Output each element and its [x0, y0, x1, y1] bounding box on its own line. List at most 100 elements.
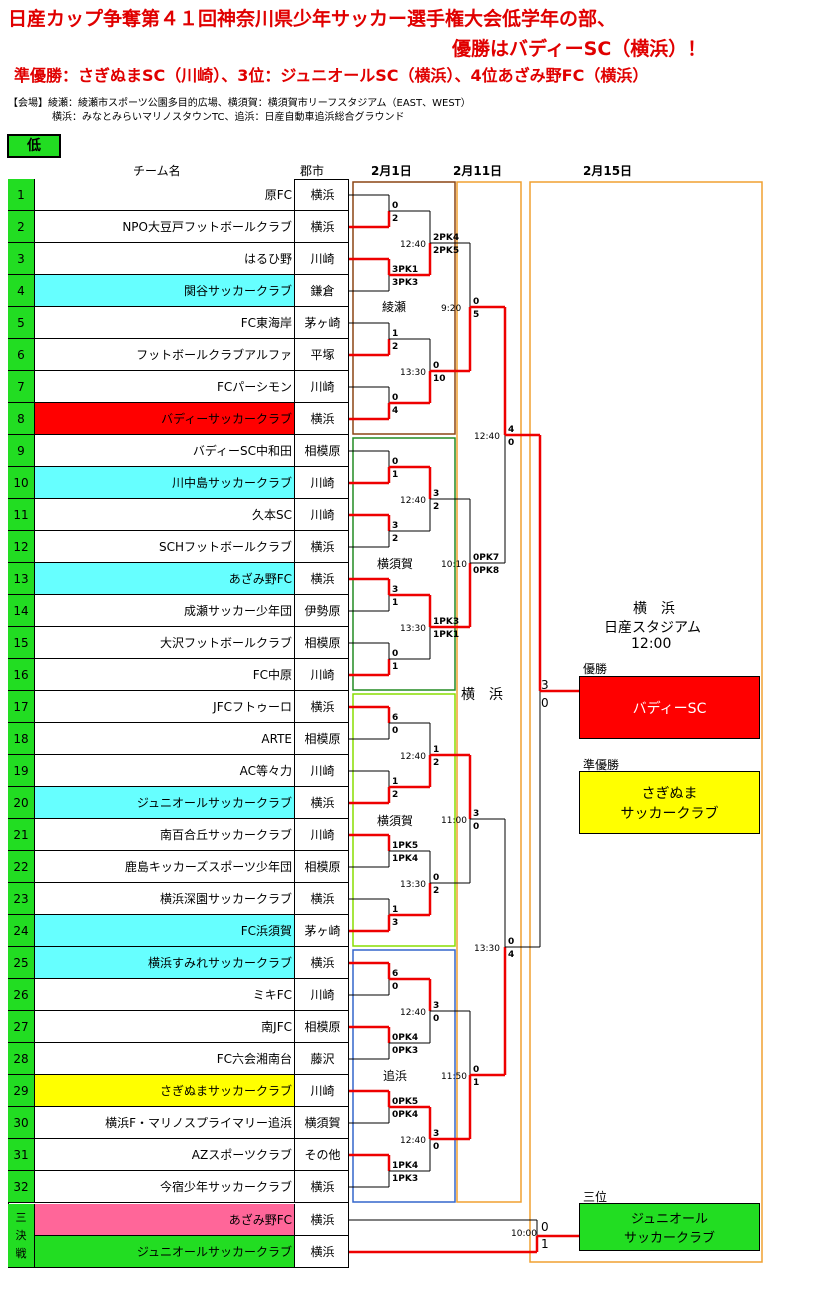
- team-name: 鹿島キッカーズスポーツ少年団: [35, 851, 295, 882]
- venue-label-ayase: 綾瀬: [382, 300, 407, 314]
- team-number: 7: [8, 371, 35, 402]
- venue-label-yokohama: 横 浜: [461, 687, 503, 703]
- venue-info-line2: 横浜：みなとみらいマリノスタウンTC、追浜：日産自動車追浜総合グラウンド: [52, 112, 405, 123]
- team-city: 川崎: [310, 668, 335, 682]
- score-label: 2: [433, 758, 439, 768]
- team-city: 鎌倉: [310, 284, 335, 298]
- results-subtitle: 準優勝：さぎぬまSC（川崎）、3位：ジュニオールSC（横浜）、4位あざみ野FC（…: [14, 66, 649, 85]
- team-name: 横浜F・マリノスプライマリー追浜: [35, 1107, 295, 1138]
- match-time: 12:40: [400, 1008, 426, 1018]
- team-city: 伊勢原: [304, 604, 341, 618]
- score-label: 2: [392, 214, 398, 224]
- team-city: 川崎: [310, 1084, 335, 1098]
- venue-label-oppama: 追浜: [383, 1069, 408, 1083]
- team-name: FC中原: [35, 659, 295, 690]
- score-label: 6: [392, 713, 398, 723]
- match-time: 11:00: [441, 816, 467, 826]
- score-label: 0: [433, 1014, 439, 1024]
- team-name: AZスポーツクラブ: [35, 1139, 295, 1170]
- score-label: 0: [433, 873, 439, 883]
- team-city: その他: [304, 1148, 341, 1162]
- venue-box-yokohama: [456, 181, 522, 1203]
- third-place-score-bottom: 1: [541, 1237, 549, 1251]
- score-label: 1: [473, 1078, 479, 1088]
- team-name: 今宿少年サッカークラブ: [35, 1171, 295, 1202]
- team-name: バディーサッカークラブ: [35, 403, 295, 434]
- date-header-feb11: 2月11日: [453, 164, 503, 178]
- match-time: 12:40: [400, 1136, 426, 1146]
- venue-info-line1: 【会場】綾瀬：綾瀬市スポーツ公園多目的広場、横須賀：横須賀市リーフスタジアム（E…: [8, 98, 471, 109]
- team-city: 横浜: [310, 796, 335, 810]
- team-name: ジュニオールサッカークラブ: [35, 1236, 295, 1267]
- team-name: 久本SC: [35, 499, 295, 530]
- score-label: 2: [392, 342, 398, 352]
- runnerup-label: 準優勝: [583, 758, 620, 772]
- team-city: 平塚: [310, 348, 335, 362]
- score-label: 4: [392, 406, 398, 416]
- venue-box-ayase: [352, 181, 456, 435]
- match-time: 11:50: [441, 1072, 467, 1082]
- third-place-result-label: 三位: [583, 1190, 608, 1204]
- team-number: 15: [8, 627, 35, 658]
- team-city: 川崎: [310, 252, 335, 266]
- team-city: 相模原: [304, 732, 341, 746]
- team-number: 8: [8, 403, 35, 434]
- match-time: 12:40: [400, 240, 426, 250]
- score-label: 3: [433, 1001, 439, 1011]
- team-number: 3: [8, 243, 35, 274]
- team-name: 成瀬サッカー少年団: [35, 595, 295, 626]
- team-city: 横浜: [310, 892, 335, 906]
- venue-box-yokosuka-1: [352, 437, 456, 691]
- team-number: 24: [8, 915, 35, 946]
- team-name: FC六会湘南台: [35, 1043, 295, 1074]
- team-name: 原FC: [35, 179, 295, 210]
- score-label: 1PK1: [433, 630, 459, 640]
- third-place-char: 戦: [15, 1246, 27, 1260]
- team-city: 横浜: [310, 540, 335, 554]
- team-city: 横浜: [310, 1245, 335, 1259]
- score-label: 0: [508, 438, 514, 448]
- team-name: 川中島サッカークラブ: [35, 467, 295, 498]
- score-label: 3PK1: [392, 265, 418, 275]
- score-label: 1PK3: [392, 1174, 418, 1184]
- team-number: 13: [8, 563, 35, 594]
- team-city: 横浜: [310, 572, 335, 586]
- final-stadium: 日産スタジアム: [604, 620, 702, 636]
- score-label: 1: [392, 905, 398, 915]
- score-label: 3: [473, 809, 479, 819]
- team-name-header: チーム名: [133, 164, 181, 178]
- team-number: 26: [8, 979, 35, 1010]
- score-label: 1: [392, 662, 398, 672]
- venue-box-final: [529, 181, 763, 1263]
- final-venue: 横 浜: [633, 601, 675, 617]
- team-number: 28: [8, 1043, 35, 1074]
- score-label: 0: [392, 201, 398, 211]
- team-city: 藤沢: [310, 1052, 335, 1066]
- team-number: 20: [8, 787, 35, 818]
- team-city: 川崎: [310, 508, 335, 522]
- score-label: 0: [508, 937, 514, 947]
- venue-box-oppama: [352, 949, 456, 1203]
- team-city: 横浜: [310, 1180, 335, 1194]
- team-city: 川崎: [310, 828, 335, 842]
- score-label: 2PK5: [433, 246, 459, 256]
- match-time: 12:40: [400, 752, 426, 762]
- score-label: 10: [433, 374, 446, 384]
- score-label: 2: [392, 534, 398, 544]
- team-number: 17: [8, 691, 35, 722]
- score-label: 1PK5: [392, 841, 418, 851]
- score-label: 6: [392, 969, 398, 979]
- team-number: 5: [8, 307, 35, 338]
- runnerup-box: さぎぬま サッカークラブ: [579, 771, 760, 834]
